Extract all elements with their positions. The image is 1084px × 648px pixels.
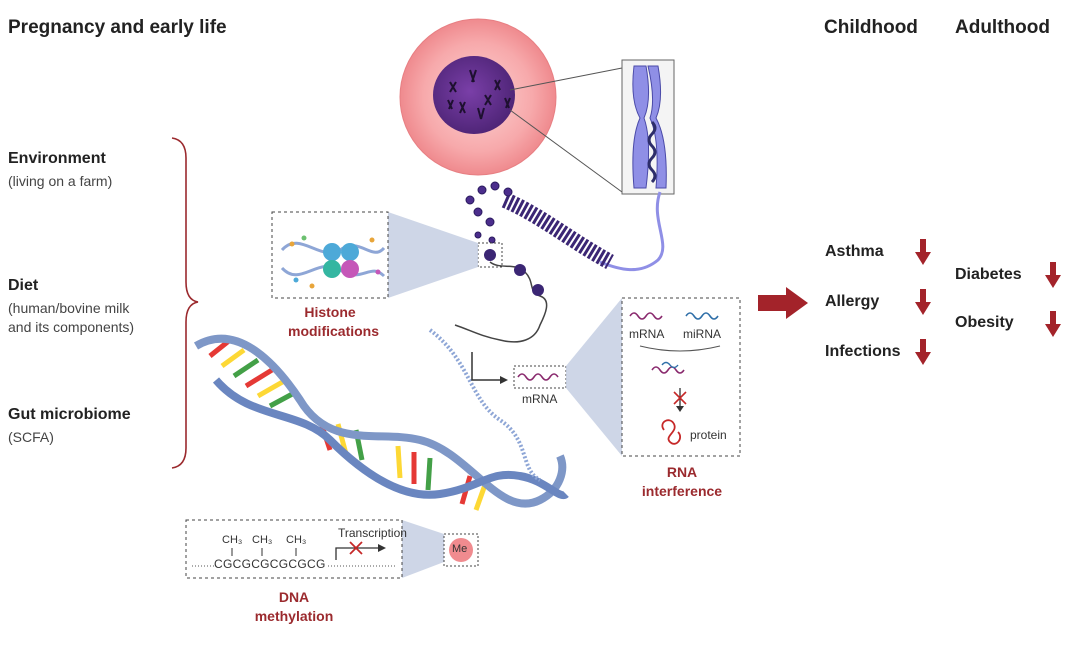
rna-interference-box (621, 297, 741, 457)
histone-label-line2: modifications (288, 323, 380, 339)
cell-icon (399, 18, 557, 176)
rna-panel-mrna: mRNA (629, 327, 665, 341)
asthma-down-arrow-icon (915, 239, 931, 265)
dna-label-line2: methylation (254, 608, 334, 624)
nucleosome-beads-icon (454, 242, 548, 343)
factor-diet-title: Diet (8, 277, 39, 294)
adulthood-heading: Adulthood (955, 17, 1050, 38)
obesity-down-arrow-icon (1045, 311, 1061, 337)
histone-box (271, 211, 389, 299)
rna-label-line2: interference (641, 483, 723, 499)
rna-panel-protein: protein (690, 428, 727, 442)
factor-microbiome-title: Gut microbiome (8, 406, 131, 423)
rna-panel-mirna: miRNA (683, 327, 721, 341)
histone-label: Histone modifications (288, 303, 380, 341)
pregnancy-heading: Pregnancy and early life (8, 17, 227, 38)
outcome-obesity: Obesity (955, 314, 1014, 331)
factor-environment-detail: (living on a farm) (8, 173, 113, 189)
factor-microbiome-detail: (SCFA) (8, 429, 54, 445)
chromosome-icon (621, 59, 675, 195)
childhood-heading: Childhood (824, 17, 918, 38)
factor-diet-detail-1: (human/bovine milk (8, 300, 130, 316)
diabetes-down-arrow-icon (1045, 262, 1061, 288)
methyl-label-2: CH₃ (252, 534, 273, 546)
dna-helix-icon (193, 334, 569, 511)
rna-label: RNA interference (634, 463, 730, 501)
rna-label-line1: RNA (666, 464, 698, 480)
outcome-infections: Infections (825, 343, 901, 360)
factor-environment-title: Environment (8, 150, 106, 167)
transcription-label: Transcription (338, 526, 407, 540)
infections-down-arrow-icon (915, 339, 931, 365)
dna-sequence: CGCGCGCGCGCG (214, 557, 326, 571)
outcome-allergy: Allergy (825, 293, 880, 310)
dna-label-line1: DNA (278, 589, 310, 605)
outcome-diabetes: Diabetes (955, 266, 1022, 283)
me-badge: Me (452, 543, 468, 555)
decrease-arrows (915, 239, 1061, 365)
factor-brace (171, 137, 199, 469)
methyl-label-1: CH₃ (222, 534, 243, 546)
dna-methylation-label: DNA methylation (246, 588, 342, 626)
methyl-label-3: CH₃ (286, 534, 307, 546)
effect-arrow-icon (758, 287, 808, 319)
dna-strand-thin (428, 328, 542, 482)
allergy-down-arrow-icon (915, 289, 931, 315)
factor-diet-detail-2: and its components) (8, 319, 135, 335)
histone-label-line1: Histone (304, 304, 356, 320)
outcome-asthma: Asthma (825, 243, 884, 260)
dna-methylation-box (185, 519, 479, 579)
mrna-strand-label: mRNA (522, 392, 558, 406)
